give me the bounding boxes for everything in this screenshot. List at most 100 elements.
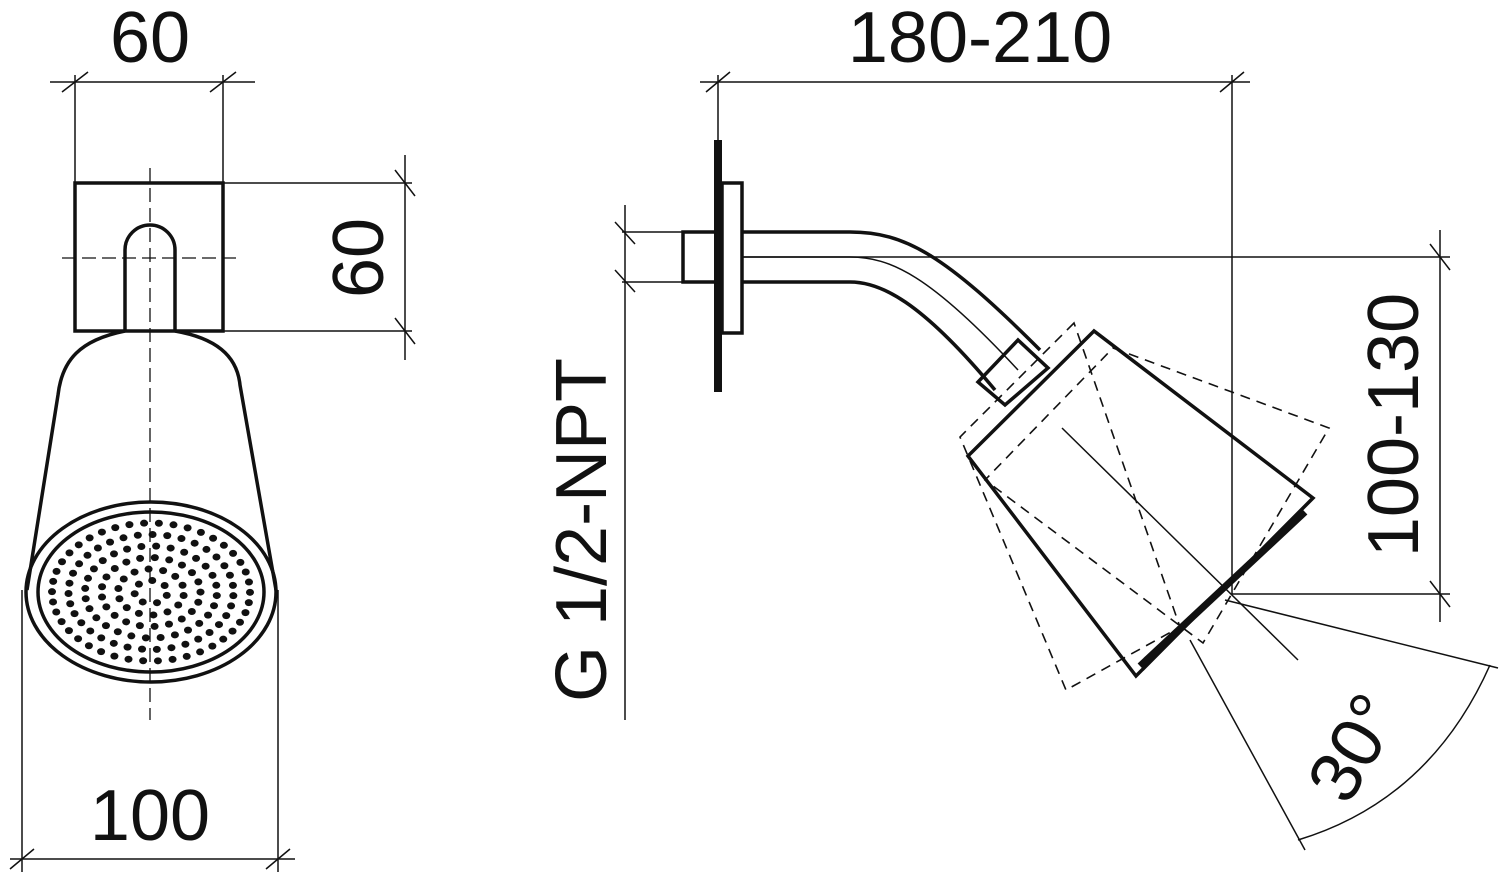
nozzle-dot xyxy=(101,622,110,630)
nozzle-dot xyxy=(122,558,131,566)
nozzle-dot xyxy=(208,642,217,650)
nozzle-dot xyxy=(52,567,61,575)
nozzle-dot xyxy=(236,558,245,566)
nozzle-dot xyxy=(202,545,211,553)
nozzle-dot xyxy=(92,614,101,622)
nozzle-dot xyxy=(130,568,139,576)
nozzle-dot xyxy=(65,579,74,587)
nozzle-dot xyxy=(170,631,179,639)
arm-top xyxy=(742,230,1042,352)
nozzle-dot xyxy=(220,562,229,570)
shower-face-inner xyxy=(36,510,266,674)
nozzle-dot xyxy=(244,599,253,607)
nozzle-dot xyxy=(97,528,106,536)
nozzle-dot xyxy=(229,592,238,600)
nozzle-dot xyxy=(167,644,176,652)
nozzle-dot xyxy=(109,639,118,647)
nozzle-dot xyxy=(135,622,144,630)
nozzle-dot xyxy=(165,556,174,564)
nozzle-dot xyxy=(177,615,186,623)
nozzle-dot xyxy=(119,575,128,583)
nozzle-dot xyxy=(166,544,175,552)
nozzle-dot xyxy=(74,635,83,643)
nozzle-dot xyxy=(194,598,203,606)
nozzle-dot xyxy=(164,620,173,628)
dim-thread: G 1/2-NPT xyxy=(542,358,622,702)
nozzle-dot xyxy=(180,548,189,556)
nozzle-dot xyxy=(133,531,142,539)
wall-rosette xyxy=(720,181,744,335)
nozzle-dot xyxy=(48,588,57,596)
nozzle-dot xyxy=(169,521,178,529)
nozzle-dot xyxy=(102,603,111,611)
nozzle-dot xyxy=(65,549,74,557)
nozzle-dot xyxy=(123,643,132,651)
nozzle-dot xyxy=(98,583,107,591)
nozzle-dot xyxy=(141,634,150,642)
nozzle-dot xyxy=(81,584,90,592)
nozzle-dot xyxy=(93,544,102,552)
nozzle-dot xyxy=(225,571,234,579)
nozzle-dot xyxy=(134,580,143,588)
nozzle-dot xyxy=(130,590,139,598)
nozzle-dot xyxy=(74,541,83,549)
nozzle-dot xyxy=(97,634,106,642)
tilt-position-a xyxy=(959,321,1181,692)
shower-body xyxy=(25,329,278,591)
nozzle-dot xyxy=(123,545,132,553)
nozzle-dot xyxy=(86,627,95,635)
dim-front-height: 60 xyxy=(319,218,399,298)
side-view: 180-210 100-130 G 1/2-NPT 30° xyxy=(542,0,1499,851)
nozzle-dot xyxy=(52,608,61,616)
nozzle-dot xyxy=(69,569,78,577)
nozzle-dot xyxy=(106,538,115,546)
nozzle-dot xyxy=(190,539,199,547)
nozzle-dot xyxy=(212,592,221,600)
nozzle-dot xyxy=(168,655,177,663)
nozzle-dot xyxy=(150,554,159,562)
nozzle-dot xyxy=(89,565,98,573)
arm-profile xyxy=(123,223,177,331)
nozzle-dot xyxy=(241,568,250,576)
nozzle-dot xyxy=(162,591,171,599)
nozzle-dot xyxy=(184,626,193,634)
nozzle-dot xyxy=(183,524,192,532)
nozzle-dot xyxy=(163,532,172,540)
nozzle-dot xyxy=(102,573,111,581)
nozzle-dot xyxy=(70,610,79,618)
nozzle-dot xyxy=(204,611,213,619)
shower-face-outer xyxy=(24,500,278,684)
nozzle-dot xyxy=(214,621,223,629)
nozzle-dot xyxy=(140,519,149,527)
nozzle-dot xyxy=(138,645,147,653)
nozzle-dot xyxy=(85,534,94,542)
nozzle-dot xyxy=(208,571,217,579)
arm-bottom xyxy=(742,280,997,392)
nozzle-dot xyxy=(57,618,66,626)
nozzle-dot xyxy=(127,632,136,640)
nozzle-dot xyxy=(182,652,191,660)
nozzle-dot xyxy=(196,588,205,596)
nozzle-dot xyxy=(181,640,190,648)
dim-front-width-top: 60 xyxy=(110,0,190,78)
nozzle-dot xyxy=(153,657,162,665)
nozzle-dot xyxy=(84,642,93,650)
shower-head xyxy=(965,328,1316,679)
nozzle-dot xyxy=(201,562,210,570)
nozzle-dot xyxy=(98,593,107,601)
nozzle-dot xyxy=(110,652,119,660)
nozzle-dot xyxy=(228,581,237,589)
wall-plate xyxy=(73,181,225,333)
dim-tilt-angle: 30° xyxy=(1292,681,1416,815)
nozzle-dot xyxy=(110,611,119,619)
nozzle-dot xyxy=(187,569,196,577)
nozzle-dot xyxy=(111,524,120,532)
nozzle-dot xyxy=(159,567,168,575)
nozzle-dot xyxy=(115,595,124,603)
nozzle-dot xyxy=(64,589,73,597)
nozzle-dot xyxy=(177,561,186,569)
nozzle-dot xyxy=(163,608,172,616)
nozzle-dot xyxy=(119,534,128,542)
nozzle-dot xyxy=(49,577,58,585)
nozzle-dot xyxy=(97,648,106,656)
